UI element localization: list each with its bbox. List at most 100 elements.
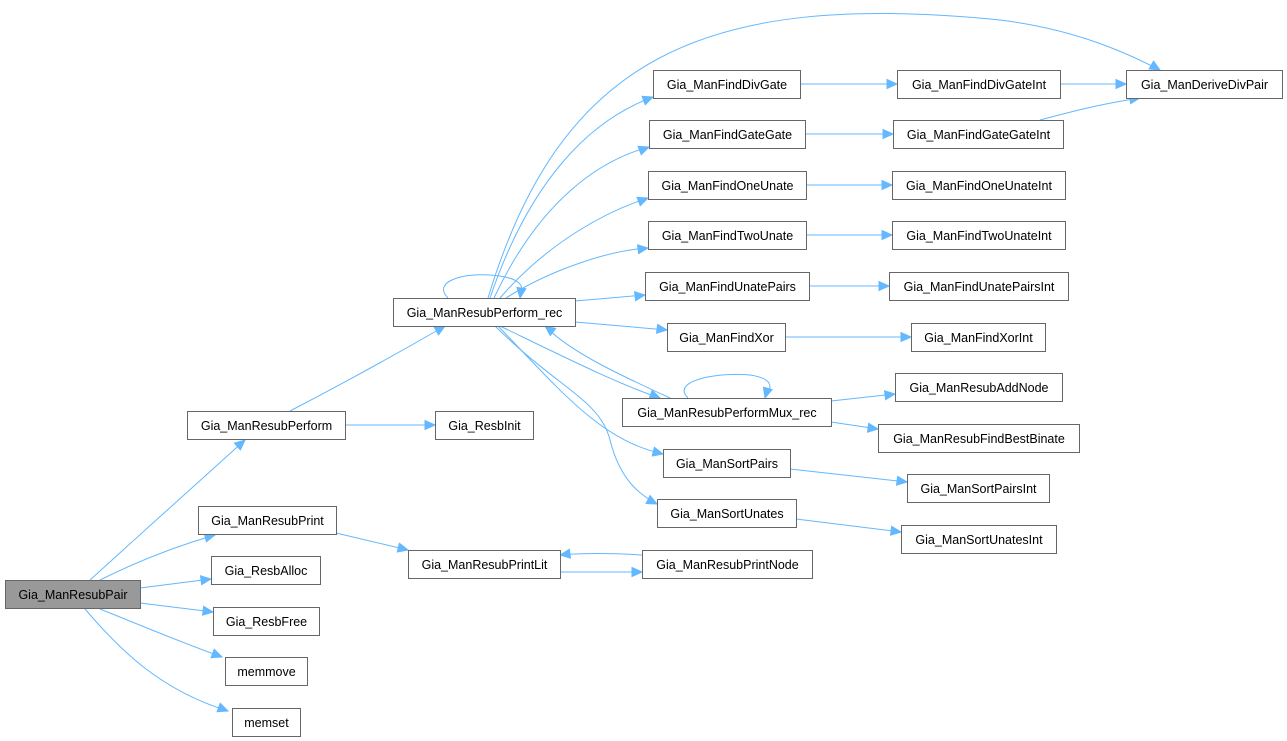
node-addnode[interactable]: Gia_ManResubAddNode: [895, 373, 1063, 402]
arrowhead-icon: [636, 196, 650, 207]
node-unatepairsint[interactable]: Gia_ManFindUnatePairsInt: [889, 272, 1069, 301]
node-box: [645, 272, 810, 301]
node-label: Gia_ManResubPrint: [211, 514, 324, 528]
node-label: Gia_ManResubPerformMux_rec: [637, 406, 816, 420]
node-box: [5, 580, 141, 609]
node-label: Gia_ManResubPerform_rec: [407, 306, 563, 320]
node-oneunate[interactable]: Gia_ManFindOneUnate: [648, 171, 807, 200]
node-alloc[interactable]: Gia_ResbAlloc: [211, 556, 321, 585]
arrowhead-icon: [645, 494, 659, 505]
node-oneunateint[interactable]: Gia_ManFindOneUnateInt: [892, 171, 1066, 200]
node-gategateint[interactable]: Gia_ManFindGateGateInt: [893, 120, 1064, 149]
node-memset[interactable]: memset: [232, 708, 301, 737]
arrowhead-icon: [881, 179, 894, 191]
node-box: [653, 70, 801, 99]
node-free[interactable]: Gia_ResbFree: [213, 607, 320, 636]
arrowhead-icon: [558, 548, 572, 559]
arrowhead-icon: [882, 128, 895, 140]
edge-rec-to-xor: [574, 321, 668, 331]
arrowhead-icon: [637, 145, 651, 156]
node-label: Gia_ResbAlloc: [225, 564, 308, 578]
arrowhead-icon: [210, 648, 224, 659]
node-label: Gia_ManResubPerform: [201, 419, 332, 433]
edge-muxrec-to-rec: [544, 325, 671, 399]
node-divgate[interactable]: Gia_ManFindDivGate: [653, 70, 801, 99]
node-label: Gia_ManFindUnatePairsInt: [904, 280, 1055, 294]
node-unatepairs[interactable]: Gia_ManFindUnatePairs: [645, 272, 810, 301]
node-box: [911, 323, 1046, 352]
node-sortunates[interactable]: Gia_ManSortUnates: [657, 499, 797, 528]
node-sortunatesint[interactable]: Gia_ManSortUnatesInt: [901, 525, 1057, 554]
node-box: [657, 499, 797, 528]
node-printnode[interactable]: Gia_ManResubPrintNode: [642, 550, 813, 579]
node-label: Gia_ManSortPairsInt: [920, 482, 1037, 496]
arrowhead-icon: [648, 389, 662, 400]
node-pair[interactable]: Gia_ManResubPair: [5, 580, 141, 609]
node-box: [198, 506, 337, 535]
arrowhead-icon: [433, 325, 447, 336]
node-sortpairsint[interactable]: Gia_ManSortPairsInt: [907, 474, 1050, 503]
node-print[interactable]: Gia_ManResubPrint: [198, 506, 337, 535]
node-xorint[interactable]: Gia_ManFindXorInt: [911, 323, 1046, 352]
edge-rec-to-muxrec: [499, 325, 661, 399]
node-box: [889, 272, 1069, 301]
node-box: [892, 221, 1066, 250]
arrowhead-icon: [544, 325, 557, 337]
node-label: Gia_ManResubPair: [18, 588, 127, 602]
node-divgateint[interactable]: Gia_ManFindDivGateInt: [897, 70, 1061, 99]
node-box: [648, 221, 807, 250]
arrowhead-icon: [216, 702, 230, 713]
node-twounateint[interactable]: Gia_ManFindTwoUnateInt: [892, 221, 1066, 250]
node-bestbinate[interactable]: Gia_ManResubFindBestBinate: [878, 424, 1080, 453]
node-sortpairs[interactable]: Gia_ManSortPairs: [663, 449, 791, 478]
node-label: Gia_ManFindDivGate: [667, 78, 787, 92]
edge-rec-to-divgate: [489, 96, 654, 299]
arrowhead-icon: [881, 229, 894, 241]
node-box: [663, 449, 791, 478]
arrowhead-icon: [762, 386, 773, 400]
node-box: [435, 411, 534, 440]
node-label: Gia_ManResubAddNode: [910, 381, 1049, 395]
arrowhead-icon: [900, 331, 913, 343]
node-gategate[interactable]: Gia_ManFindGateGate: [649, 120, 806, 149]
node-box: [408, 550, 561, 579]
edge-rec-to-rec: [443, 274, 523, 299]
edge-rec-to-sortunates: [494, 325, 658, 505]
node-rec[interactable]: Gia_ManResubPerform_rec: [393, 298, 576, 327]
arrowhead-icon: [889, 525, 903, 536]
edges-layer: [84, 12, 1162, 713]
edge-muxrec-to-muxrec: [683, 373, 771, 399]
arrowhead-icon: [878, 280, 891, 292]
node-muxrec[interactable]: Gia_ManResubPerformMux_rec: [622, 398, 832, 427]
node-label: memset: [244, 716, 289, 730]
node-derivediv[interactable]: Gia_ManDeriveDivPair: [1126, 70, 1283, 99]
node-box: [393, 298, 576, 327]
node-box: [907, 474, 1050, 503]
node-printlit[interactable]: Gia_ManResubPrintLit: [408, 550, 561, 579]
arrowhead-icon: [636, 244, 650, 255]
node-label: Gia_ManFindXorInt: [924, 331, 1033, 345]
node-box: [897, 70, 1061, 99]
node-init[interactable]: Gia_ResbInit: [435, 411, 534, 440]
node-twounate[interactable]: Gia_ManFindTwoUnate: [648, 221, 807, 250]
node-box: [667, 323, 786, 352]
node-box: [642, 550, 813, 579]
edge-pair-to-free: [139, 602, 214, 613]
node-memmove[interactable]: memmove: [225, 657, 308, 686]
arrowhead-icon: [895, 475, 909, 486]
node-box: [1126, 70, 1283, 99]
node-label: Gia_ManFindTwoUnate: [662, 229, 793, 243]
node-label: Gia_ManFindGateGateInt: [907, 128, 1051, 142]
node-label: Gia_ManDeriveDivPair: [1141, 78, 1268, 92]
arrowhead-icon: [631, 566, 644, 578]
edge-printnode-to-printlit: [559, 553, 643, 556]
arrowhead-icon: [424, 419, 437, 431]
edge-pair-to-alloc: [139, 578, 212, 589]
arrowhead-icon: [866, 422, 880, 433]
node-label: memmove: [237, 665, 295, 679]
node-box: [648, 171, 807, 200]
node-perform[interactable]: Gia_ManResubPerform: [187, 411, 346, 440]
node-xor[interactable]: Gia_ManFindXor: [667, 323, 786, 352]
edge-sortunates-to-sortunatesint: [795, 518, 902, 533]
arrowhead-icon: [883, 390, 897, 401]
